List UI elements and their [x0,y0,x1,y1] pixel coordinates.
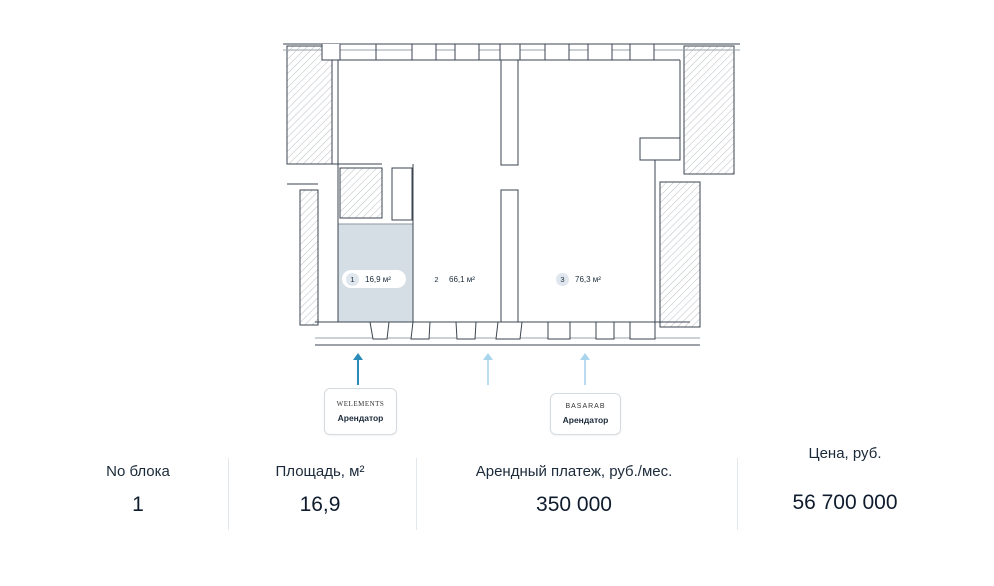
wall-right-lower [659,181,701,328]
stat-value: 56 700 000 [792,491,898,514]
tenant-role: Арендатор [337,413,384,423]
tenant-logo: BASARAB [565,403,606,410]
tenant-logo: WELEMENTS [336,400,385,408]
entrance-arrow-3 [580,353,590,385]
stat-area: Площадь, м² 16,9 [240,463,400,517]
wall-left-upper [286,45,333,165]
wall-left-lower [299,189,319,326]
tenant-role: Арендатор [562,415,609,425]
stat-label: Площадь, м² [275,463,365,480]
stat-label: Цена, руб. [808,445,882,462]
room-number: 3 [556,272,569,286]
room-number: 2 [434,274,439,284]
room-area: 76,3 м² [575,274,601,284]
room-area: 66,1 м² [449,274,475,284]
entrance-arrow-1 [353,353,363,385]
room-number: 1 [346,272,359,286]
stat-block-number: No блока 1 [78,463,198,517]
floor-plan [283,43,740,385]
room-area: 16,9 м² [365,274,391,284]
entrance-arrow-2 [483,353,493,385]
room-1-label[interactable]: 1 16,9 м² [342,270,406,288]
divider [228,458,229,530]
wall-right-upper [683,45,735,175]
tenant-card-basarab[interactable]: BASARAB Арендатор [550,393,621,435]
room-2-label[interactable]: 2 66,1 м² [426,270,481,288]
room-3-label[interactable]: 3 76,3 м² [552,270,607,288]
divider [416,458,417,530]
stat-value: 16,9 [299,493,341,516]
tenant-card-welements[interactable]: WELEMENTS Арендатор [324,388,397,435]
stat-value: 350 000 [536,493,612,516]
stat-price: Цена, руб. 56 700 000 [760,445,930,515]
stat-label: No блока [106,463,170,480]
divider [737,458,738,530]
stat-value: 1 [132,493,144,516]
stat-label: Арендный платеж, руб./мес. [475,463,673,480]
stat-rent: Арендный платеж, руб./мес. 350 000 [440,463,708,517]
